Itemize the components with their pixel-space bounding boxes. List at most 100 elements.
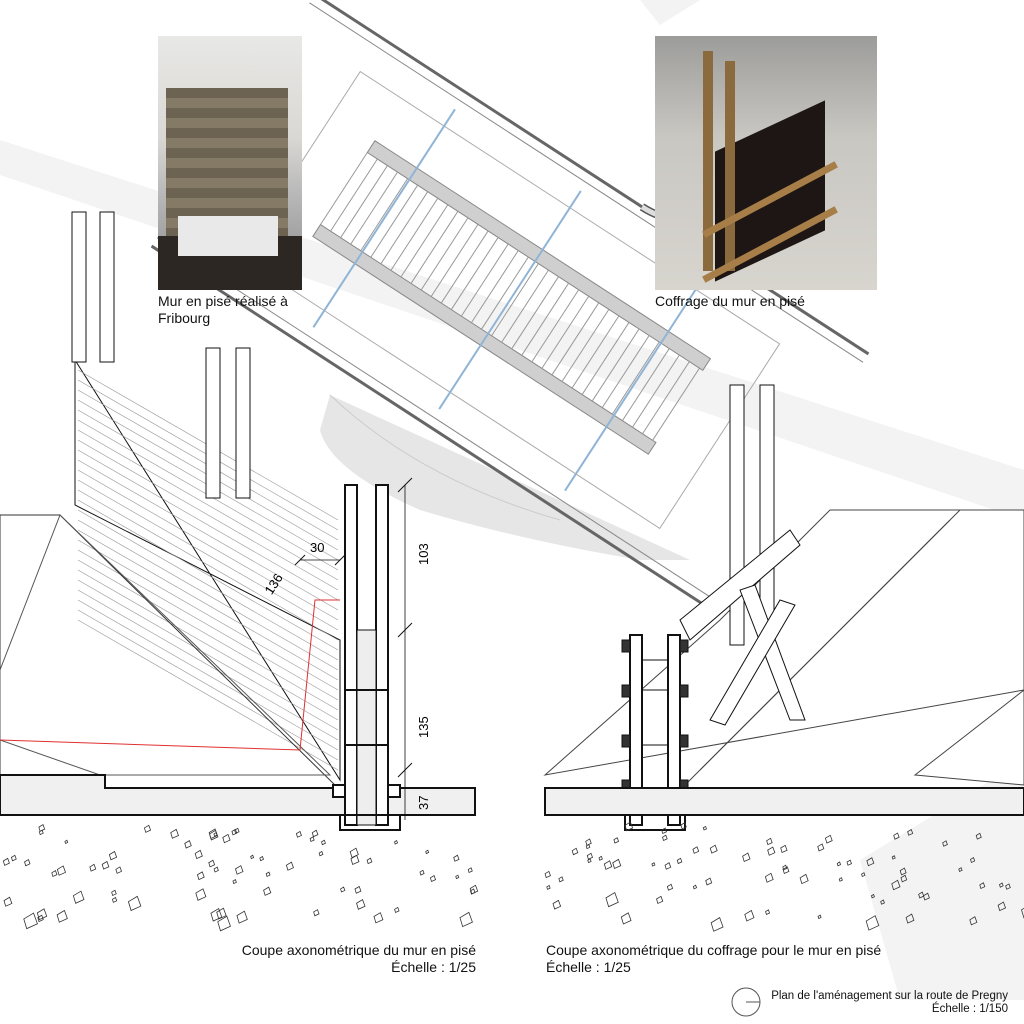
- plan-title-text: Plan de l'aménagement sur la route de Pr…: [771, 990, 1008, 1002]
- dim-30: 30: [310, 540, 324, 555]
- gravel-stone: [217, 915, 231, 932]
- gravel-stone: [265, 871, 271, 877]
- dim-135: 135: [416, 716, 431, 738]
- gravel-stone: [799, 873, 809, 885]
- gravel-stone: [780, 844, 788, 854]
- gravel-stone: [236, 910, 248, 924]
- gravel-stone: [651, 862, 656, 867]
- plan-slat: [390, 197, 439, 271]
- gravel-stone: [222, 833, 231, 844]
- gravel-stone: [817, 843, 825, 852]
- plan-slat: [521, 282, 570, 356]
- gravel-stone: [692, 846, 700, 854]
- caption-right-photo: Coffrage du mur en pisé: [655, 293, 805, 309]
- gravel-stone: [321, 839, 326, 846]
- left-section-title: Coupe axonométrique du mur en pisé Échel…: [180, 942, 476, 976]
- plan-slat: [340, 165, 388, 238]
- gravel-stone: [662, 834, 668, 842]
- plan-slat: [450, 237, 499, 310]
- gravel-stone: [309, 836, 315, 843]
- gravel-stone: [692, 884, 698, 890]
- gravel-stone: [196, 871, 205, 881]
- plan-slat: [481, 256, 529, 330]
- gravel-stone: [661, 827, 668, 835]
- section-scale: Échelle : 1/25: [546, 959, 631, 975]
- gravel-ground: [2, 821, 1024, 932]
- plan-slat: [400, 204, 449, 278]
- gravel-stone: [880, 899, 885, 905]
- section-title: Coupe axonométrique du mur en pisé: [241, 942, 476, 958]
- gravel-stone: [10, 854, 17, 862]
- grey-zone: [320, 395, 690, 560]
- gravel-stone: [349, 847, 359, 859]
- dim-136: 136: [261, 571, 285, 597]
- gravel-stone: [24, 858, 31, 867]
- gravel-stone: [676, 857, 683, 865]
- earth-layer-line: [77, 569, 339, 721]
- gravel-stone: [942, 840, 948, 847]
- gravel-stone: [111, 896, 118, 903]
- gravel-stone: [782, 866, 790, 875]
- gravel-stone: [587, 858, 592, 864]
- gravel-stone: [824, 834, 833, 844]
- gravel-stone: [394, 906, 400, 914]
- gravel-stone: [419, 869, 425, 876]
- gravel-stone: [893, 832, 900, 840]
- plan-slat: [601, 335, 650, 408]
- earth-layer-line: [77, 469, 339, 621]
- gravel-stone: [900, 874, 908, 883]
- gravel-stone: [891, 855, 896, 860]
- gravel-stone: [710, 917, 724, 932]
- gravel-stone: [127, 895, 142, 912]
- gravel-stone: [111, 889, 117, 897]
- plan-slat: [611, 341, 660, 415]
- gravel-stone: [586, 852, 594, 860]
- gravel-stone: [170, 828, 179, 839]
- plan-slat: [621, 348, 670, 421]
- gravel-stone: [232, 879, 237, 885]
- gravel-stone: [836, 861, 842, 867]
- gravel-stone: [373, 912, 384, 924]
- plan-slat: [471, 250, 519, 323]
- plan-slat: [652, 367, 700, 441]
- gravel-stone: [453, 854, 460, 862]
- gravel-stone: [612, 858, 622, 870]
- gravel-stone: [598, 855, 603, 861]
- gravel-stone: [1005, 883, 1011, 890]
- section-title: Coupe axonométrique du coffrage pour le …: [546, 942, 882, 958]
- gravel-stone: [899, 867, 907, 876]
- plan-scale: Échelle : 1/150: [931, 1003, 1008, 1015]
- plan-slat: [571, 315, 620, 389]
- gravel-stone: [865, 915, 880, 931]
- gravel-stone: [64, 839, 69, 845]
- gravel-stone: [997, 901, 1007, 912]
- gravel-stone: [613, 837, 620, 844]
- gravel-stone: [664, 862, 672, 870]
- gravel-stone: [459, 911, 473, 928]
- north-symbol-icon: [731, 987, 761, 1017]
- gravel-stone: [907, 828, 914, 836]
- caption-line: Fribourg: [158, 310, 211, 326]
- gravel-stone: [666, 883, 674, 891]
- gravel-stone: [56, 865, 67, 876]
- plan-slat: [440, 230, 489, 304]
- gravel-stone: [208, 859, 216, 868]
- gravel-stone: [72, 890, 85, 904]
- earth-layer-line: [77, 609, 339, 761]
- gravel-stone: [2, 857, 10, 866]
- gravel-stone: [709, 844, 718, 854]
- gravel-stone: [469, 884, 479, 895]
- gravel-stone: [263, 886, 272, 896]
- gravel-stone: [544, 870, 551, 879]
- gravel-stone: [89, 863, 97, 872]
- gravel-stone: [3, 896, 13, 907]
- gravel-stone: [603, 860, 613, 870]
- earth-layer-line: [77, 449, 339, 601]
- gravel-stone: [285, 861, 294, 871]
- gravel-stone: [838, 877, 843, 882]
- right-formwork-section: [543, 384, 1024, 831]
- gravel-stone: [923, 892, 930, 901]
- left-wall-section: [0, 211, 476, 831]
- gravel-stone: [231, 828, 238, 836]
